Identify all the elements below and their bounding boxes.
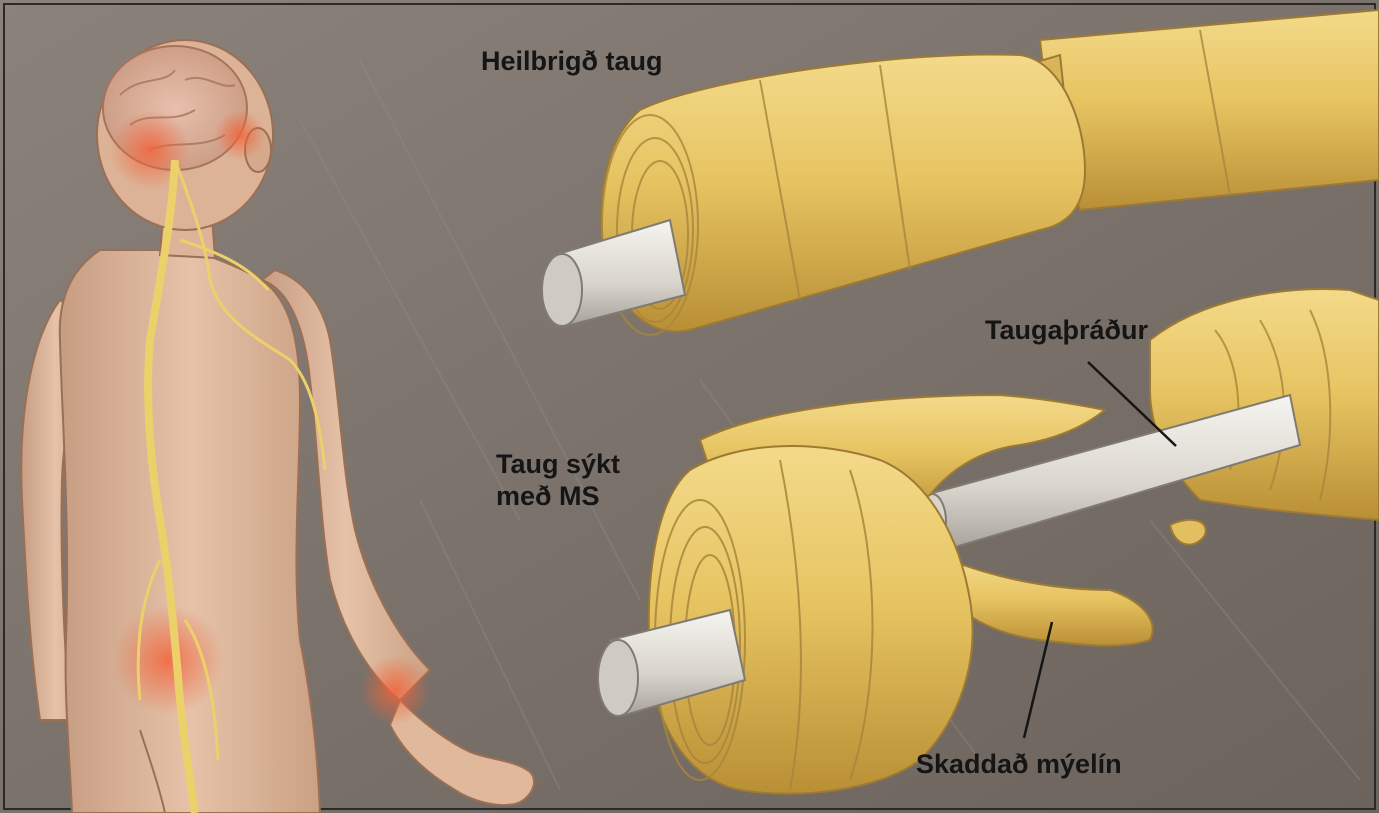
nerve-fiber-label: Taugaþráður (985, 314, 1148, 346)
damaged-myelin-label: Skaddað mýelín (916, 748, 1122, 780)
diseased-nerve-label: Taug sýkt með MS (496, 448, 696, 513)
diseased-nerve-label-line1: Taug sýkt (496, 448, 696, 480)
diseased-nerve-label-line2: með MS (496, 480, 696, 512)
healthy-nerve-label: Heilbrigð taug (481, 45, 663, 77)
